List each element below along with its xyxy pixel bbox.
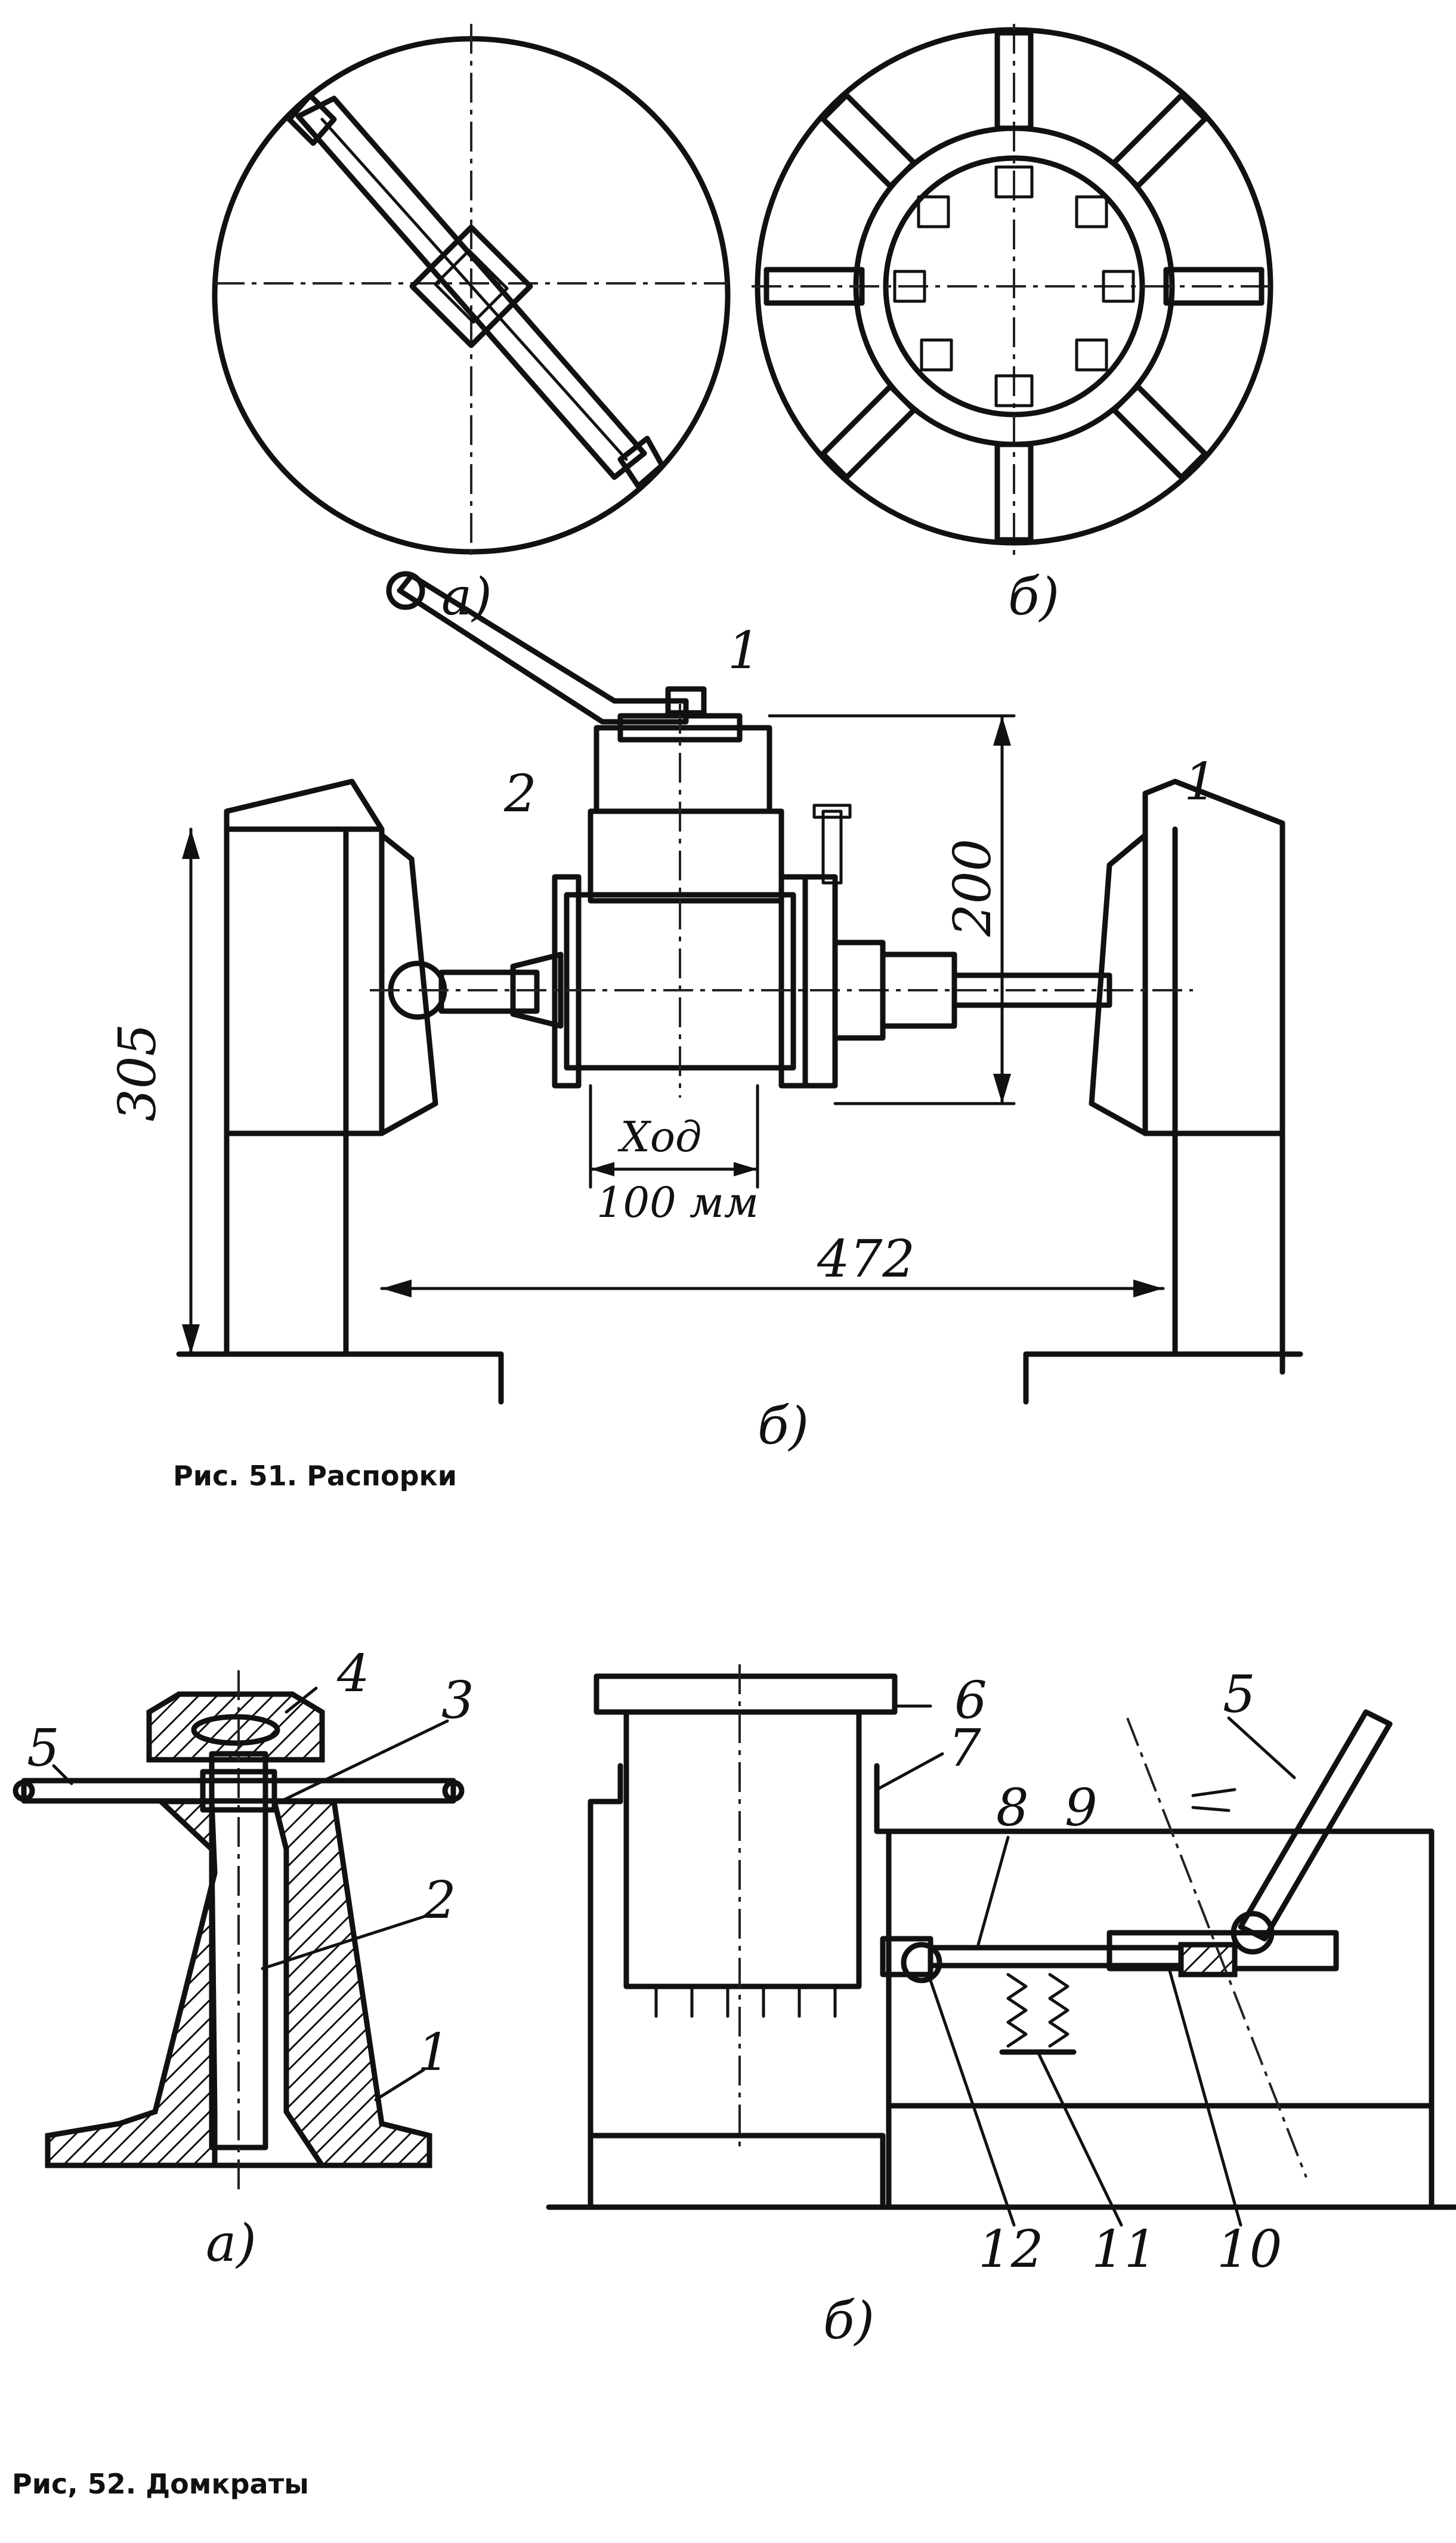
fig51-sublabel-c: б)	[758, 1396, 809, 1456]
fig51-dim-472: 472	[817, 1229, 915, 1289]
fig51-a-spreader-drawing	[212, 24, 731, 555]
fig51-part-3: 1	[1184, 752, 1217, 812]
fig51-dim-200: 200	[943, 839, 1003, 937]
fig52-b-part-8: 8	[996, 1778, 1029, 1838]
fig52-a-part-1: 1	[418, 2023, 450, 2082]
fig51-dim-305: 305	[108, 1024, 168, 1121]
fig51-c-dimensions	[182, 714, 1165, 1356]
fig52-b-part-11: 11	[1092, 2220, 1157, 2279]
fig51-dim-stroke-value: 100 мм	[596, 1178, 759, 1227]
fig52-a-part-2: 2	[423, 1871, 456, 1930]
fig51-c-assembly-drawing	[176, 571, 1303, 1405]
fig52-a-part-4: 4	[336, 1644, 370, 1704]
fig52-b-part-5: 5	[1223, 1665, 1256, 1725]
fig52-a-screw-jack-drawing	[13, 1670, 465, 2195]
fig52-a-part-3: 3	[441, 1671, 474, 1731]
fig51-sublabel-b: б)	[1008, 567, 1059, 627]
fig52-b-part-7: 7	[948, 1719, 981, 1778]
fig52-a-part-5: 5	[27, 1719, 60, 1778]
fig51-caption: Рис. 51. Распорки	[173, 1460, 457, 1492]
fig52-caption: Рис, 52. Домкраты	[12, 2468, 309, 2500]
fig51-part-2: 2	[503, 764, 537, 824]
fig52-b-part-10: 10	[1217, 2220, 1282, 2279]
fig52-b-part-9: 9	[1065, 1778, 1098, 1838]
fig51-part-1: 1	[728, 621, 761, 681]
fig52-b-part-12: 12	[978, 2220, 1043, 2279]
fig51-dim-stroke-label: Ход	[617, 1113, 701, 1161]
fig52-sublabel-a: а)	[206, 2214, 256, 2273]
fig52-b-part-6: 6	[954, 1671, 987, 1731]
fig52-b-hydraulic-jack-drawing	[546, 1664, 1456, 2227]
fig51-b-spreader-drawing	[752, 24, 1276, 555]
fig52-sublabel-b: б)	[823, 2291, 874, 2351]
